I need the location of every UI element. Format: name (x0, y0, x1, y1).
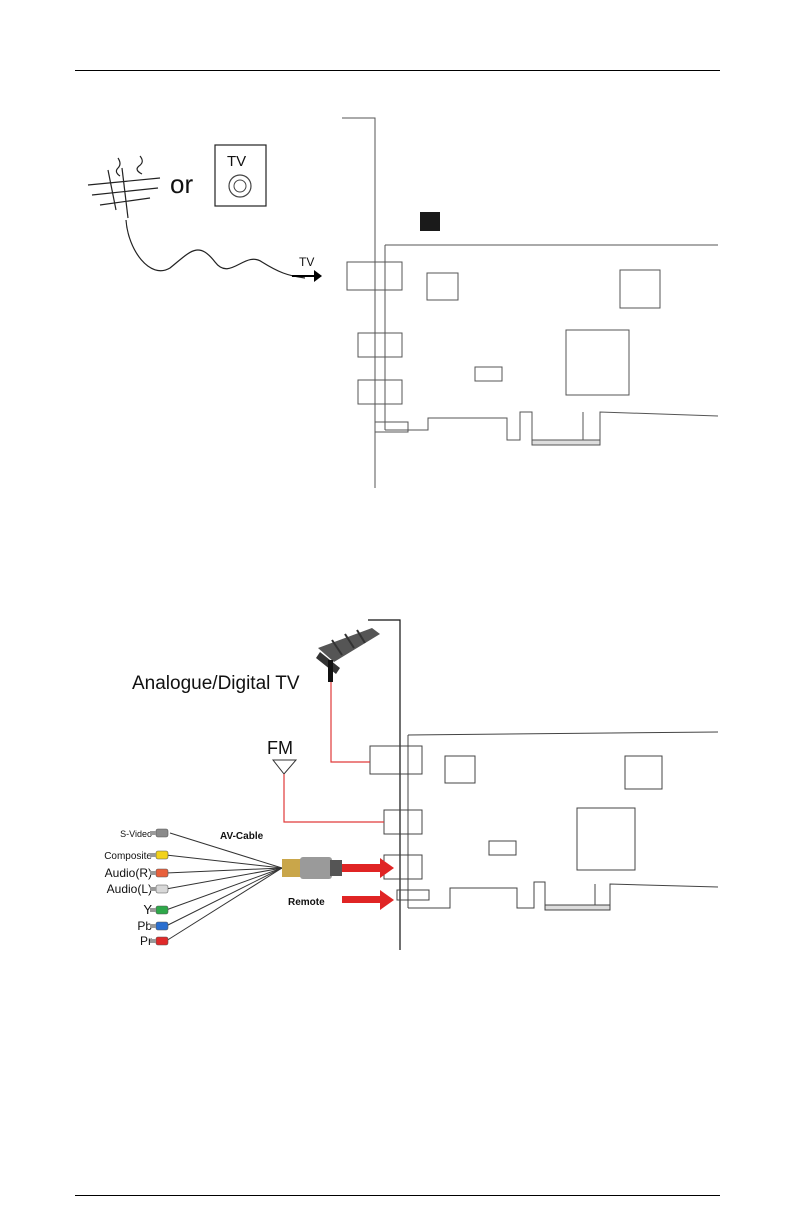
connector-tip (150, 871, 156, 875)
connector-tip (150, 831, 156, 835)
connector-plug-icon (156, 937, 168, 945)
av-cable-wires (166, 833, 282, 941)
antenna-cable (331, 682, 370, 762)
connector-plug-icon (156, 869, 168, 877)
remote-arrow-icon (342, 890, 394, 910)
connector-plug-icon (156, 851, 168, 859)
connector-label: Composite (104, 851, 152, 862)
connector-label: S-Video (120, 829, 152, 839)
fm-label: FM (267, 738, 293, 758)
connector-plug-icon (156, 829, 168, 837)
av-plug-icon (282, 857, 342, 879)
connector-label: Audio(R) (105, 866, 152, 880)
connector-plug-icon (156, 885, 168, 893)
remote-label: Remote (288, 897, 325, 908)
connector-plug-icon (156, 906, 168, 914)
connector-plug-icon (156, 922, 168, 930)
antenna-label: Analogue/Digital TV (132, 673, 300, 694)
av-cable-label: AV-Cable (220, 831, 264, 842)
connector-tip (150, 939, 156, 943)
connector-tip (150, 908, 156, 912)
tuner-card-outline-2 (370, 732, 718, 910)
connector-tip (150, 853, 156, 857)
av-arrow-icon (342, 858, 394, 878)
connector-label: Audio(L) (107, 882, 152, 896)
fm-cable (284, 774, 384, 822)
tv-antenna-icon (316, 628, 380, 682)
connector-tip (150, 924, 156, 928)
connector-tip (150, 887, 156, 891)
fm-antenna-icon (273, 760, 296, 774)
